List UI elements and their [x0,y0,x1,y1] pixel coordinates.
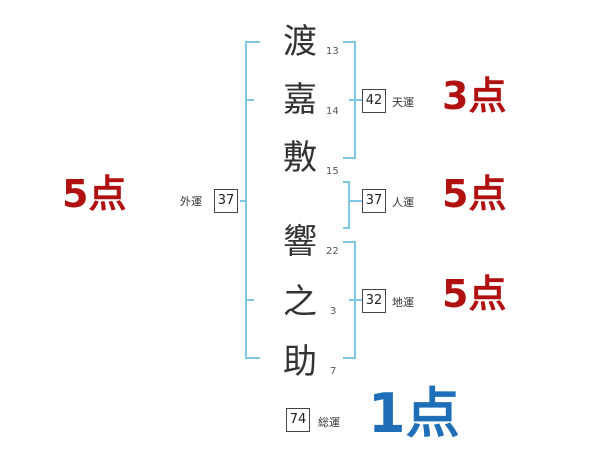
chiun-value: 32 [362,289,386,313]
chiun-bracket [343,241,362,359]
tenun-bracket [343,41,362,159]
souun-label: 総運 [318,416,340,429]
jinun-value: 37 [362,189,386,213]
jinun-bracket [343,181,362,229]
stroke-count-6: 7 [330,366,337,377]
stroke-count-2: 14 [326,106,339,117]
name-char-2: 嘉 [283,80,317,120]
stroke-count-1: 13 [326,46,339,57]
name-char-5: 之 [283,282,317,322]
jinun-score: 5点 [442,172,507,216]
tenun-score: 3点 [442,74,507,118]
chiun-score: 5点 [442,272,507,316]
name-char-3: 敷 [283,138,317,178]
souun-value: 74 [286,408,310,432]
tenun-value: 42 [362,89,386,113]
name-char-4: 響 [283,222,317,262]
tenun-label: 天運 [392,96,414,109]
souun-score: 1点 [368,382,460,445]
chiun-label: 地運 [392,296,414,309]
gaiun-bracket [240,41,260,359]
gaiun-label: 外運 [180,195,202,208]
stroke-count-4: 22 [326,246,339,257]
gaiun-score: 5点 [62,172,127,216]
name-char-1: 渡 [283,22,317,62]
name-char-6: 助 [283,342,317,382]
stroke-count-5: 3 [330,306,337,317]
stroke-count-3: 15 [326,166,339,177]
jinun-label: 人運 [392,196,414,209]
gaiun-value: 37 [214,189,238,213]
